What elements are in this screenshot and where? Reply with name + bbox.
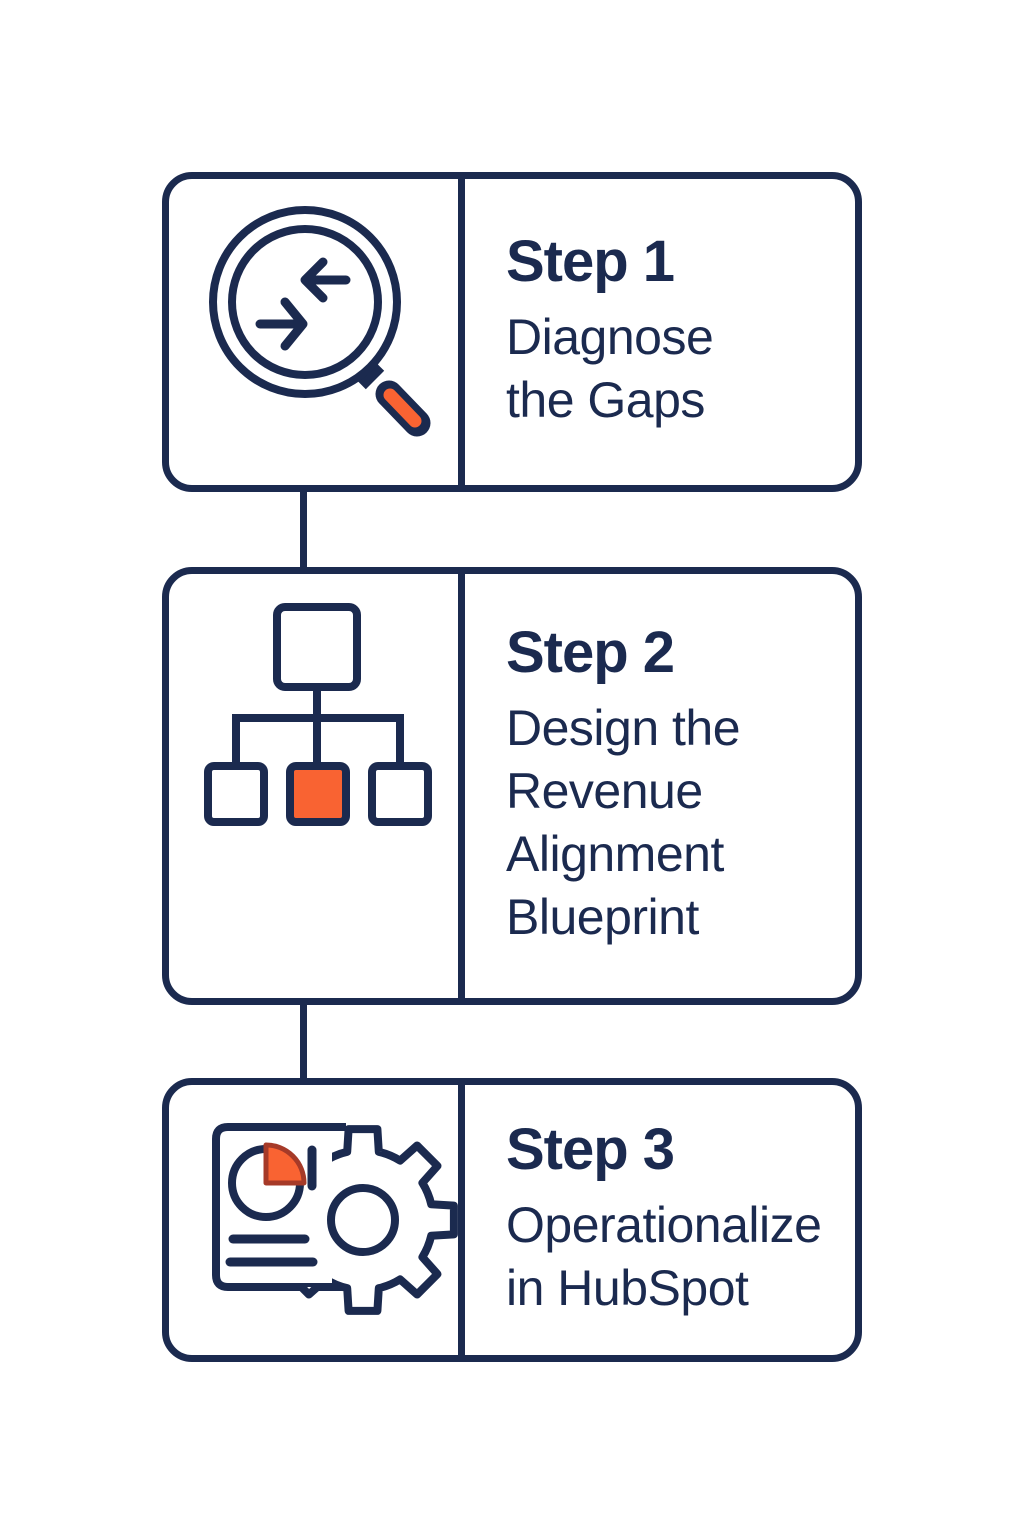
step-2-title-line-1: Design the — [506, 700, 741, 756]
org-chart-hierarchy-icon — [204, 603, 432, 826]
step-1-icon-panel — [169, 179, 465, 485]
step-3-title-line-1: Operationalize — [506, 1197, 822, 1253]
step-1-label: Step 1 — [506, 229, 675, 294]
step-3-text-panel: Step 3 Operationalize in HubSpot — [465, 1085, 855, 1355]
step-2-label: Step 2 — [506, 620, 675, 685]
step-2-text-panel: Step 2 Design the Revenue Alignment Blue… — [465, 574, 855, 998]
step-3-title-line-2: in HubSpot — [506, 1260, 749, 1316]
step-2-title-line-4: Blueprint — [506, 889, 699, 945]
step-1-title-line-1: Diagnose — [506, 309, 714, 365]
step-2-card: Step 2 Design the Revenue Alignment Blue… — [162, 567, 862, 1005]
connector-line-step2-step3 — [300, 999, 307, 1085]
step-1-text-panel: Step 1 Diagnose the Gaps — [465, 179, 855, 485]
magnifier-with-converging-arrows-icon — [209, 206, 431, 437]
report-document-with-gear-icon — [212, 1123, 458, 1315]
step-2-title-line-2: Revenue — [506, 763, 703, 819]
step-3-icon-panel — [169, 1085, 465, 1355]
step-2-title-line-3: Alignment — [506, 826, 724, 882]
step-2-icon-panel — [169, 574, 465, 998]
connector-line-step1-step2 — [300, 486, 307, 574]
step-3-card: Step 3 Operationalize in HubSpot — [162, 1078, 862, 1362]
step-3-label: Step 3 — [506, 1117, 675, 1182]
step-1-title-line-2: the Gaps — [506, 372, 705, 428]
step-1-card: Step 1 Diagnose the Gaps — [162, 172, 862, 492]
